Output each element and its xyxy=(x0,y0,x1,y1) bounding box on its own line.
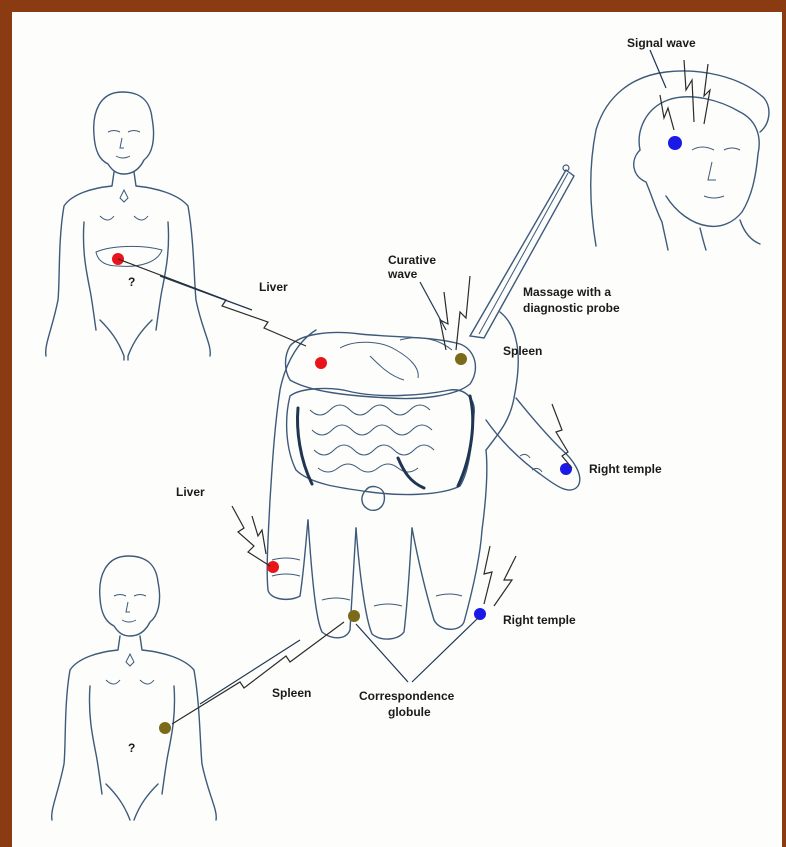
female-figure-bottom xyxy=(52,556,217,820)
liver-connector-top xyxy=(118,259,306,346)
correspondence-pointer-1 xyxy=(356,624,408,682)
signal-wave-zig-2 xyxy=(684,60,694,122)
correspondence-label-line1: Correspondence xyxy=(359,689,455,703)
temple-wave-finger-1 xyxy=(484,546,492,604)
question-mark-top: ? xyxy=(128,275,135,289)
curative-wave-zig-2 xyxy=(456,276,470,350)
question-mark-bottom: ? xyxy=(128,741,135,755)
liver-wave-finger-2 xyxy=(252,516,266,554)
female-figure-top xyxy=(46,92,211,360)
curative-label-line1: Curative xyxy=(388,253,436,267)
liver-connector-line xyxy=(160,276,252,310)
massage-label-line1: Massage with a xyxy=(523,285,611,299)
spleen-point-hand xyxy=(455,353,467,365)
signal-wave-pointer xyxy=(650,50,666,88)
curative-label-line2: wave xyxy=(387,267,418,281)
spleen-label-top: Spleen xyxy=(503,344,542,358)
temple-point-thumb xyxy=(560,463,572,475)
signal-point-head xyxy=(668,136,682,150)
head-profile xyxy=(591,71,769,250)
temple-point-finger xyxy=(474,608,486,620)
signal-wave-label: Signal wave xyxy=(627,36,696,50)
spleen-label-bottom: Spleen xyxy=(272,686,311,700)
massage-label-line2: diagnostic probe xyxy=(523,301,620,315)
correspondence-pointer-2 xyxy=(412,618,478,682)
spleen-point-body-bottom xyxy=(159,722,171,734)
temple-wave-finger-2 xyxy=(494,556,516,606)
liver-point-hand xyxy=(315,357,327,369)
liver-label-left: Liver xyxy=(176,485,205,499)
right-temple-label-top: Right temple xyxy=(589,462,662,476)
curative-wave-pointer xyxy=(420,282,446,330)
right-temple-label-bottom: Right temple xyxy=(503,613,576,627)
correspondence-label-line2: globule xyxy=(388,705,431,719)
liver-point-finger xyxy=(267,561,279,573)
spleen-connector-bottom xyxy=(172,622,344,724)
liver-label-top: Liver xyxy=(259,280,288,294)
liver-wave-finger xyxy=(232,506,270,566)
spleen-point-finger xyxy=(348,610,360,622)
hand-with-organs xyxy=(267,312,580,639)
temple-wave-thumb xyxy=(552,404,572,468)
